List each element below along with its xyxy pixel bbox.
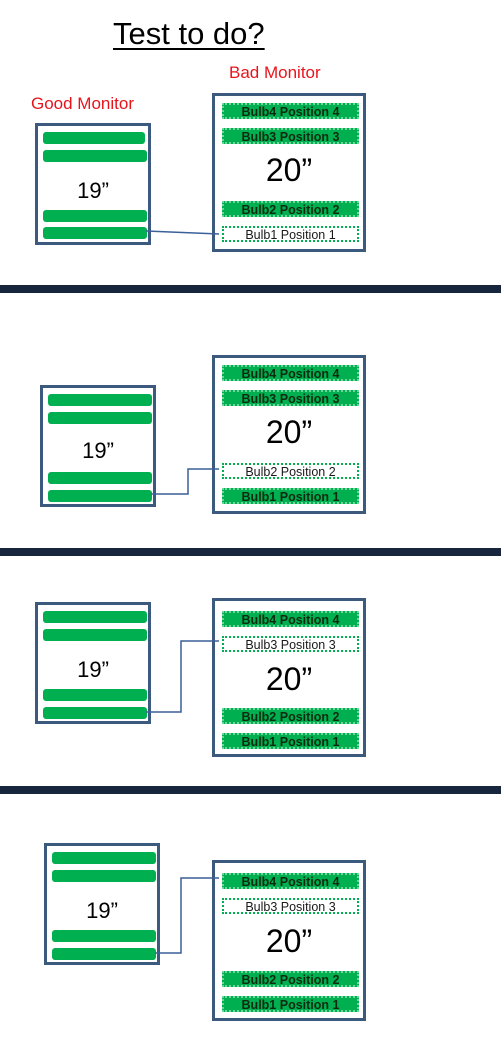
good-bulb-bar <box>43 210 147 222</box>
bulb-position-3-swapped: Bulb3 Position 3 <box>222 898 359 914</box>
good-bulb-bar <box>48 394 152 406</box>
bad-monitor-4: Bulb4 Position 4 Bulb3 Position 3 20” Bu… <box>212 860 366 1021</box>
good-monitor-3: 19” <box>35 602 151 724</box>
bulb-position-1: Bulb1 Position 1 <box>222 996 359 1012</box>
bulb-position-2: Bulb2 Position 2 <box>222 201 359 217</box>
page-title: Test to do? <box>113 16 265 51</box>
good-monitor-2: 19” <box>40 385 156 507</box>
good-bulb-bar <box>43 689 147 701</box>
good-bulb-bar <box>43 629 147 641</box>
good-bulb-bar <box>48 472 152 484</box>
bad-monitor-size: 20” <box>265 152 313 188</box>
section-divider <box>0 786 501 794</box>
bad-monitor-size: 20” <box>265 923 313 959</box>
good-bulb-bar <box>43 611 147 623</box>
connector-wire-1 <box>145 230 220 235</box>
good-bulb-bar <box>43 150 147 162</box>
bad-monitor-size: 20” <box>265 661 313 697</box>
good-bulb-bar <box>52 930 156 942</box>
section-divider <box>0 548 501 556</box>
good-monitor-label: Good Monitor <box>31 94 134 113</box>
connector-wire-3 <box>146 640 219 713</box>
good-monitor-size: 19” <box>77 657 109 682</box>
bulb-position-3: Bulb3 Position 3 <box>222 390 359 406</box>
connector-wire-2 <box>151 468 219 495</box>
good-monitor-size: 19” <box>86 898 118 923</box>
connector-wire-4 <box>155 877 219 954</box>
good-bulb-bar <box>48 490 152 502</box>
bulb-position-4: Bulb4 Position 4 <box>222 611 359 627</box>
good-bulb-bar <box>43 227 147 239</box>
good-bulb-bar <box>48 412 152 424</box>
good-bulb-bar <box>52 852 156 864</box>
bulb-position-4: Bulb4 Position 4 <box>222 365 359 381</box>
good-monitor-size: 19” <box>82 438 114 463</box>
bulb-position-4: Bulb4 Position 4 <box>222 873 359 889</box>
bulb-position-2: Bulb2 Position 2 <box>222 708 359 724</box>
section-divider <box>0 285 501 293</box>
good-bulb-bar <box>52 948 156 960</box>
bulb-position-1: Bulb1 Position 1 <box>222 488 359 504</box>
good-bulb-bar <box>43 707 147 719</box>
bulb-position-3: Bulb3 Position 3 <box>222 128 359 144</box>
good-bulb-bar <box>52 870 156 882</box>
bulb-position-2-swapped: Bulb2 Position 2 <box>222 463 359 479</box>
good-monitor-4: 19” <box>44 843 160 965</box>
bulb-position-1: Bulb1 Position 1 <box>222 733 359 749</box>
bad-monitor-label: Bad Monitor <box>229 63 321 82</box>
bad-monitor-1: Bulb4 Position 4 Bulb3 Position 3 20” Bu… <box>212 93 366 252</box>
bulb-position-2: Bulb2 Position 2 <box>222 971 359 987</box>
bad-monitor-size: 20” <box>265 414 313 450</box>
bulb-position-3-swapped: Bulb3 Position 3 <box>222 636 359 652</box>
bad-monitor-3: Bulb4 Position 4 Bulb3 Position 3 20” Bu… <box>212 598 366 757</box>
good-monitor-size: 19” <box>77 178 109 203</box>
bulb-position-4: Bulb4 Position 4 <box>222 103 359 119</box>
bulb-position-1-swapped: Bulb1 Position 1 <box>222 226 359 242</box>
bad-monitor-2: Bulb4 Position 4 Bulb3 Position 3 20” Bu… <box>212 355 366 514</box>
good-monitor-1: 19” <box>35 123 151 245</box>
good-bulb-bar <box>43 132 145 144</box>
